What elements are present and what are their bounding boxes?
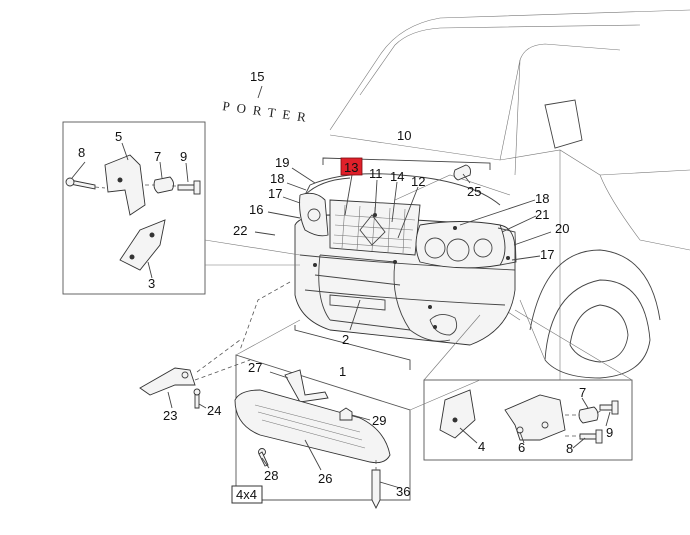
callout-9-right: 9 bbox=[606, 425, 613, 440]
callout-8-left: 8 bbox=[78, 145, 85, 160]
callout-8-right: 8 bbox=[566, 441, 573, 456]
callout-bracket-10 bbox=[322, 157, 491, 170]
callout-1: 1 bbox=[339, 364, 346, 379]
skid-plate-inset bbox=[234, 319, 481, 510]
callout-17-right: 17 bbox=[540, 247, 554, 262]
callout-2: 2 bbox=[342, 332, 349, 347]
callout-19: 19 bbox=[275, 155, 289, 170]
callout-16: 16 bbox=[249, 202, 263, 217]
callout-11: 11 bbox=[369, 166, 383, 181]
right-headlight bbox=[415, 221, 517, 269]
callout-21: 21 bbox=[535, 207, 549, 222]
callout-27: 27 bbox=[248, 360, 262, 375]
callout-14: 14 bbox=[390, 169, 404, 184]
callout-24: 24 bbox=[207, 403, 221, 418]
callout-7-right: 7 bbox=[579, 385, 586, 400]
callout-36: 36 bbox=[396, 484, 410, 499]
highlight-box-13 bbox=[340, 157, 363, 176]
porter-logo: PORTER bbox=[222, 98, 314, 126]
callout-13: 13 bbox=[344, 160, 358, 175]
callout-10: 10 bbox=[397, 128, 411, 143]
front-grille bbox=[329, 199, 421, 256]
hood-clip bbox=[453, 164, 471, 181]
callout-bracket-1 bbox=[294, 325, 411, 370]
callout-7-left: 7 bbox=[154, 149, 161, 164]
dashed-guide bbox=[239, 281, 291, 351]
callout-20: 20 bbox=[555, 221, 569, 236]
callout-28: 28 bbox=[264, 468, 278, 483]
callout-12: 12 bbox=[411, 174, 425, 189]
right-bracket-inset bbox=[423, 309, 633, 461]
callout-4: 4 bbox=[478, 439, 485, 454]
variant-tag: 4x4 bbox=[231, 485, 263, 504]
callout-3: 3 bbox=[148, 276, 155, 291]
callout-26: 26 bbox=[318, 471, 332, 486]
callout-25: 25 bbox=[467, 184, 481, 199]
leader-lines bbox=[71, 85, 611, 489]
tow-bracket bbox=[139, 339, 251, 409]
callout-9-left: 9 bbox=[180, 149, 187, 164]
left-bracket-inset bbox=[62, 121, 301, 295]
callout-22: 22 bbox=[233, 223, 247, 238]
callout-15: 15 bbox=[250, 69, 264, 84]
callout-5: 5 bbox=[115, 129, 122, 144]
callout-23: 23 bbox=[163, 408, 177, 423]
callout-17-left: 17 bbox=[268, 186, 282, 201]
left-headlight bbox=[299, 192, 329, 237]
callout-18-right: 18 bbox=[535, 191, 549, 206]
callout-18-left: 18 bbox=[270, 171, 284, 186]
callout-labels: 15 10 19 13 11 14 12 25 18 17 16 22 8 5 … bbox=[78, 69, 613, 499]
callout-6: 6 bbox=[518, 440, 525, 455]
variant-label: 4x4 bbox=[236, 487, 257, 502]
callout-29: 29 bbox=[372, 413, 386, 428]
